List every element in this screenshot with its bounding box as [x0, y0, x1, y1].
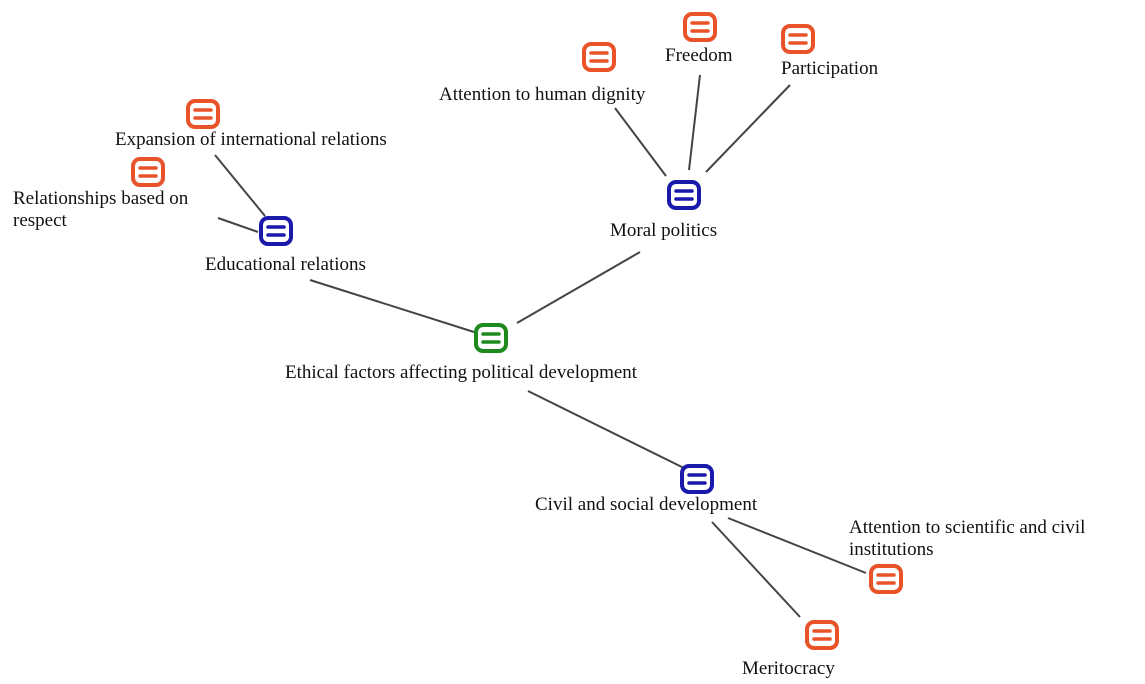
moral-politics-node-label[interactable]: Moral politics [610, 220, 718, 241]
educational-relations-node-icon[interactable] [259, 216, 293, 246]
freedom-node-label[interactable]: Freedom [665, 45, 733, 66]
moral-politics-node-icon[interactable] [667, 180, 701, 210]
civil-social-development-node-label[interactable]: Civil and social development [535, 494, 758, 515]
edge-moral-politics-freedom [688, 74, 701, 171]
edge-educational-relations-respect [217, 217, 259, 233]
respect-node-label[interactable]: Relationships based on respect [13, 188, 189, 231]
edge-root-educational-relations [309, 279, 475, 333]
edge-moral-politics-human-dignity [614, 107, 667, 177]
human-dignity-node-label[interactable]: Attention to human dignity [439, 84, 646, 105]
educational-relations-node-label[interactable]: Educational relations [205, 254, 366, 275]
root-node-label[interactable]: Ethical factors affecting political deve… [285, 362, 638, 383]
scientific-institutions-node-label[interactable]: Attention to scientific and civil instit… [849, 517, 1086, 560]
participation-node-icon[interactable] [781, 24, 815, 54]
edge-root-civil-social-development [527, 390, 689, 471]
human-dignity-node-icon[interactable] [582, 42, 616, 72]
civil-social-development-node-icon[interactable] [680, 464, 714, 494]
international-relations-node-icon[interactable] [186, 99, 220, 129]
root-node-icon[interactable] [474, 323, 508, 353]
meritocracy-node-label[interactable]: Meritocracy [742, 658, 835, 679]
edge-civil-social-development-scientific-institutions [727, 517, 867, 574]
freedom-node-icon[interactable] [683, 12, 717, 42]
scientific-institutions-node-icon[interactable] [869, 564, 903, 594]
respect-node-icon[interactable] [131, 157, 165, 187]
edge-layer [214, 74, 867, 618]
participation-node-label[interactable]: Participation [781, 58, 879, 79]
international-relations-node-label[interactable]: Expansion of international relations [115, 129, 387, 150]
edge-moral-politics-participation [705, 84, 791, 173]
edge-root-moral-politics [516, 251, 641, 324]
meritocracy-node-icon[interactable] [805, 620, 839, 650]
edge-educational-relations-international-relations [214, 154, 266, 217]
edge-civil-social-development-meritocracy [711, 521, 801, 618]
